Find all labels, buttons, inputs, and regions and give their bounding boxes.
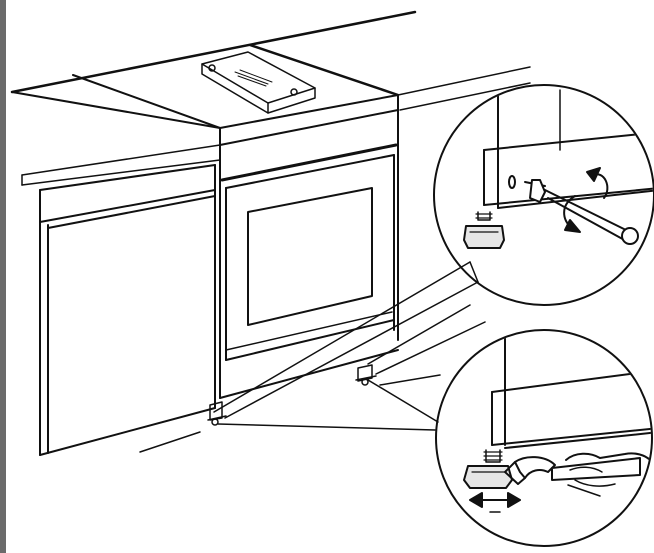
spirit-level xyxy=(201,51,316,114)
detail-screwdriver xyxy=(433,84,654,306)
oven xyxy=(219,94,399,399)
worktop xyxy=(10,10,531,186)
detail-wrench xyxy=(435,329,653,547)
oven-window xyxy=(247,187,373,326)
callout-lines xyxy=(213,261,486,431)
adjustable-foot-front xyxy=(207,401,227,426)
left-border xyxy=(0,0,6,553)
left-cabinet xyxy=(39,164,216,456)
adjustable-foot-rear xyxy=(355,364,377,386)
